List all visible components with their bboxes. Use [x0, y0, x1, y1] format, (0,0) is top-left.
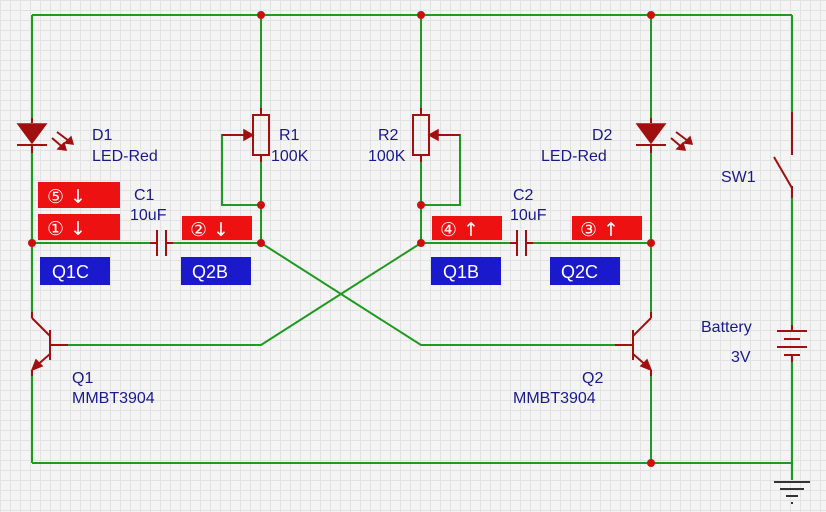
node-q2b-tag: Q2B	[181, 257, 251, 285]
node-q2c-label: Q2C	[561, 262, 598, 282]
light-emission-icon	[51, 131, 75, 151]
c1-ref-label: C1	[134, 187, 155, 204]
node-labels: Q1C Q2B Q1B Q2C	[40, 257, 620, 285]
junction-dot	[647, 11, 655, 19]
step-4-tag: ④ ↑	[432, 216, 502, 241]
step-5-tag: ⑤ ↓	[38, 182, 120, 208]
node-q1c-tag: Q1C	[40, 257, 110, 285]
battery-value-label: 3V	[731, 349, 751, 366]
r2-value-label: 100K	[368, 148, 406, 165]
wire-q2b-to-q2-base	[260, 242, 615, 346]
step-1-label: ① ↓	[47, 218, 86, 240]
wire-q1b-to-q1-base	[68, 242, 422, 346]
light-emission-icon	[670, 131, 694, 151]
junction-dot	[257, 201, 265, 209]
c2-ref-label: C2	[513, 187, 534, 204]
transistor-q1[interactable]	[30, 312, 68, 376]
d1-ref-label: D1	[92, 127, 113, 144]
junction-dot	[417, 239, 425, 247]
junction-dot	[647, 459, 655, 467]
capacitor-c1[interactable]	[150, 230, 173, 256]
component-labels: D1 LED-Red R1 100K R2 100K D2 LED-Red C1…	[72, 127, 756, 407]
junction-dot	[28, 239, 36, 247]
potentiometer-r1[interactable]	[222, 108, 270, 162]
step-4-label: ④ ↑	[440, 219, 479, 241]
junction-dot	[257, 239, 265, 247]
battery[interactable]	[777, 325, 807, 362]
step-3-tag: ③ ↑	[572, 216, 642, 241]
wire-r2-wiper	[421, 134, 461, 206]
transistor-q2[interactable]	[615, 312, 653, 376]
r1-ref-label: R1	[279, 127, 300, 144]
junction-dot	[417, 11, 425, 19]
wire-r1-wiper	[221, 134, 261, 206]
node-q2c-tag: Q2C	[550, 257, 620, 285]
c2-value-label: 10uF	[510, 207, 547, 224]
ground-icon	[774, 481, 810, 504]
junction-dot	[257, 11, 265, 19]
q1-value-label: MMBT3904	[72, 390, 155, 407]
node-q1b-label: Q1B	[443, 262, 479, 282]
potentiometer-r2[interactable]	[412, 108, 460, 162]
q2-value-label: MMBT3904	[513, 390, 596, 407]
step-1-tag: ① ↓	[38, 214, 120, 240]
node-q1c-label: Q1C	[52, 262, 89, 282]
step-annotations: ⑤ ↓ ① ↓ ② ↓ ④ ↑ ③ ↑	[38, 182, 642, 241]
junction-dot	[417, 201, 425, 209]
step-3-label: ③ ↑	[580, 219, 619, 241]
capacitor-c2[interactable]	[510, 230, 533, 256]
junction-dot	[647, 239, 655, 247]
junctions	[28, 11, 655, 467]
switch-sw1[interactable]	[773, 112, 793, 198]
q1-ref-label: Q1	[72, 370, 93, 387]
node-q1b-tag: Q1B	[431, 257, 501, 285]
sw1-ref-label: SW1	[721, 169, 756, 186]
led-d1[interactable]	[16, 118, 75, 153]
step-5-label: ⑤ ↓	[47, 186, 86, 208]
r1-value-label: 100K	[271, 148, 309, 165]
step-2-label: ② ↓	[190, 219, 229, 241]
d2-value-label: LED-Red	[541, 148, 607, 165]
wires	[31, 14, 793, 480]
node-q2b-label: Q2B	[192, 262, 228, 282]
r2-ref-label: R2	[378, 127, 399, 144]
q2-ref-label: Q2	[582, 370, 603, 387]
d2-ref-label: D2	[592, 127, 613, 144]
d1-value-label: LED-Red	[92, 148, 158, 165]
c1-value-label: 10uF	[130, 207, 167, 224]
battery-ref-label: Battery	[701, 319, 752, 336]
step-2-tag: ② ↓	[182, 216, 252, 241]
led-d2[interactable]	[635, 118, 694, 153]
